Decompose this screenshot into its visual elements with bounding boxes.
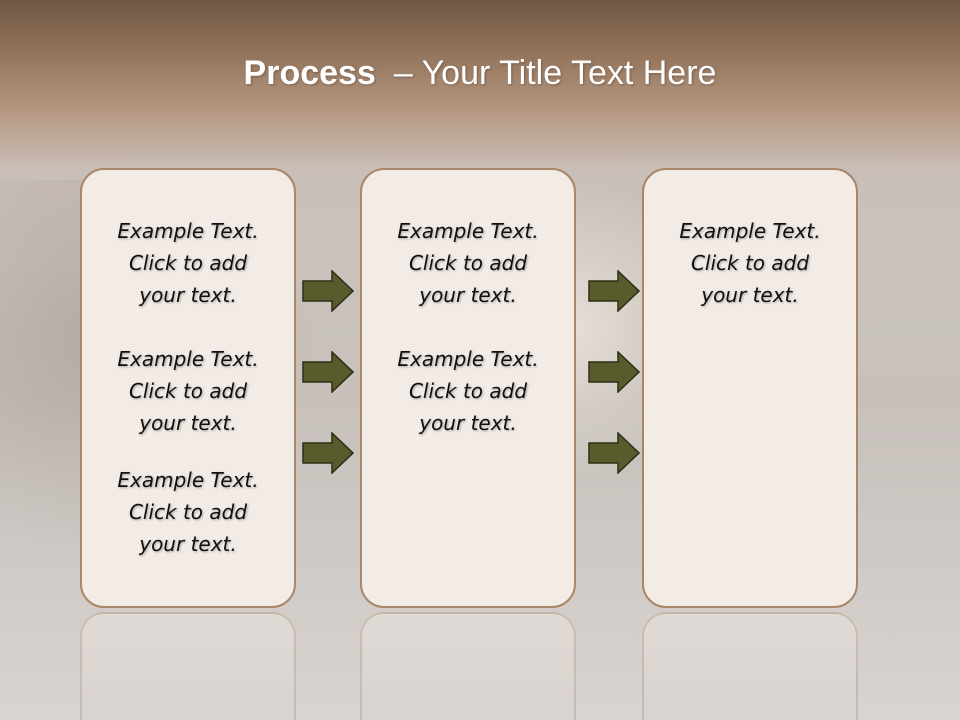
text-line: Example Text. [397,219,539,243]
text-block[interactable]: Example Text. Click to add your text. [82,343,294,439]
text-line: Click to add [128,379,248,403]
right-arrow-icon[interactable] [302,351,354,393]
text-line: your text. [701,283,799,307]
text-line: Example Text. [397,347,539,371]
text-line: your text. [419,411,517,435]
text-line: Example Text. [117,347,259,371]
title-bold-text: Process [243,54,376,92]
process-box-2[interactable]: Example Text. Click to add your text. Ex… [360,168,576,608]
text-line: Example Text. [679,219,821,243]
text-block[interactable]: Example Text. Click to add your text. [362,215,574,311]
right-arrow-icon[interactable] [588,270,640,312]
text-line: your text. [139,532,237,556]
text-block[interactable]: Example Text. Click to add your text. [82,464,294,560]
process-box-1-reflection [80,612,296,720]
text-line: your text. [139,283,237,307]
text-line: Example Text. [117,468,259,492]
right-arrow-icon[interactable] [302,270,354,312]
text-line: Click to add [408,379,528,403]
process-box-3-reflection [642,612,858,720]
text-block[interactable]: Example Text. Click to add your text. [362,343,574,439]
text-block[interactable]: Example Text. Click to add your text. [82,215,294,311]
right-arrow-icon[interactable] [588,351,640,393]
process-box-1[interactable]: Example Text. Click to add your text. Ex… [80,168,296,608]
process-box-2-reflection [360,612,576,720]
right-arrow-icon[interactable] [588,432,640,474]
process-box-3[interactable]: Example Text. Click to add your text. [642,168,858,608]
text-line: Click to add [128,251,248,275]
text-line: your text. [139,411,237,435]
text-line: Click to add [690,251,810,275]
text-line: Example Text. [117,219,259,243]
title-rest-text: – Your Title Text Here [393,54,717,92]
slide-title[interactable]: Process – Your Title Text Here [0,54,960,93]
text-block[interactable]: Example Text. Click to add your text. [644,215,856,311]
text-line: your text. [419,283,517,307]
text-line: Click to add [408,251,528,275]
text-line: Click to add [128,500,248,524]
right-arrow-icon[interactable] [302,432,354,474]
